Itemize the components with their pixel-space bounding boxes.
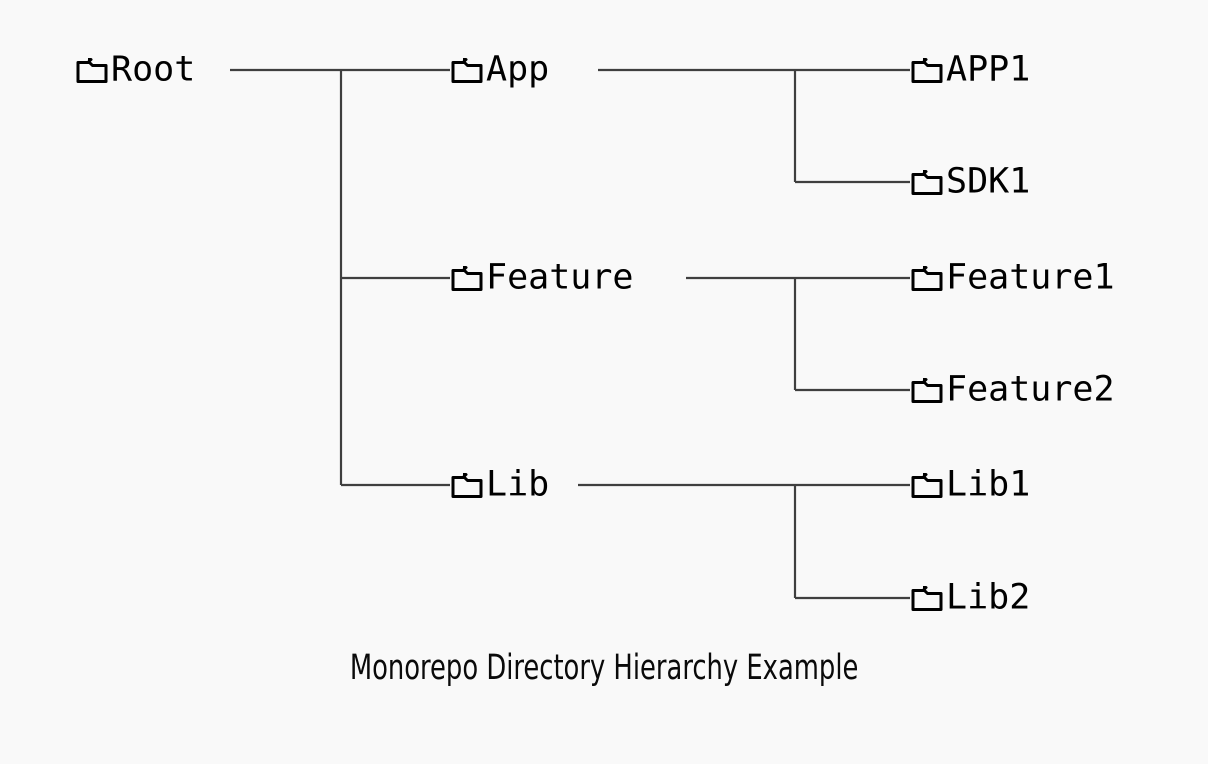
node-label-lib2: Lib2 — [946, 577, 1031, 618]
folder-icon — [911, 472, 943, 498]
node-feature[interactable]: Feature — [450, 257, 634, 298]
node-lib1[interactable]: Lib1 — [910, 464, 1031, 505]
folder-icon — [911, 377, 943, 403]
folder-icon — [451, 265, 483, 291]
folder-icon — [911, 169, 943, 195]
node-feature1[interactable]: Feature1 — [910, 257, 1115, 298]
folder-icon — [451, 472, 483, 498]
diagram-caption-text: Monorepo Directory Hierarchy Example — [349, 648, 859, 688]
diagram-caption: Monorepo Directory Hierarchy Example — [0, 648, 1208, 688]
folder-icon — [911, 57, 943, 83]
node-label-feature2: Feature2 — [946, 369, 1115, 410]
node-label-sdk1: SDK1 — [946, 161, 1031, 202]
node-lib[interactable]: Lib — [450, 464, 550, 505]
node-app[interactable]: App — [450, 49, 550, 90]
node-label-app1: APP1 — [946, 49, 1031, 90]
folder-icon — [911, 585, 943, 611]
node-label-lib1: Lib1 — [946, 464, 1031, 505]
node-root[interactable]: Root — [75, 49, 196, 90]
folder-icon — [451, 57, 483, 83]
node-label-lib: Lib — [486, 464, 550, 505]
node-label-feature: Feature — [486, 257, 634, 298]
node-label-app: App — [486, 49, 550, 90]
node-label-root: Root — [111, 49, 196, 90]
node-feature2[interactable]: Feature2 — [910, 369, 1115, 410]
node-label-feature1: Feature1 — [946, 257, 1115, 298]
folder-icon — [911, 265, 943, 291]
node-lib2[interactable]: Lib2 — [910, 577, 1031, 618]
folder-icon — [76, 57, 108, 83]
node-sdk1[interactable]: SDK1 — [910, 161, 1031, 202]
node-app1[interactable]: APP1 — [910, 49, 1031, 90]
